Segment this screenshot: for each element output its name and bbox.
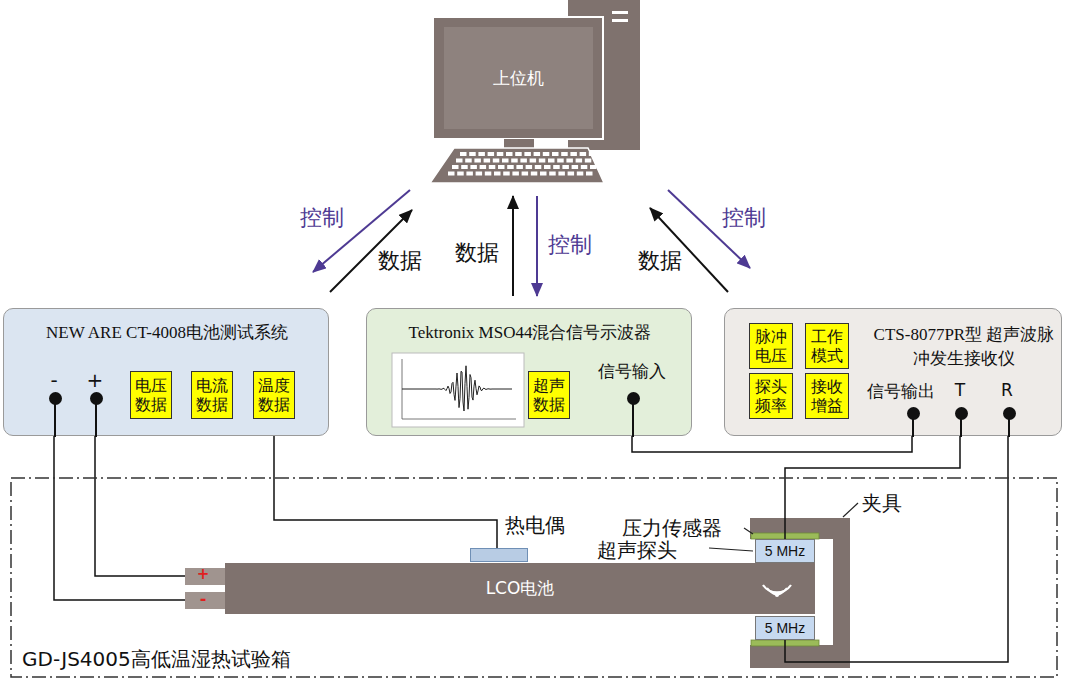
instrument-box: CTS-8077PR型 超声波脉冲发生接收仪 脉冲电压工作模式探头频率接收增益 xyxy=(724,308,1062,436)
data-tag: 超声数据 xyxy=(528,371,570,419)
battery-label: LCO电池 xyxy=(225,563,815,614)
data-tag: 电压数据 xyxy=(130,371,172,419)
wire xyxy=(54,436,185,600)
data-tag: 脉冲电压 xyxy=(749,323,793,369)
wire xyxy=(632,436,912,452)
instrument-title: NEW ARE CT-4008电池测试系统 xyxy=(4,321,330,345)
host-computer: 上位机 xyxy=(428,0,643,184)
edge-label: 数据 xyxy=(378,246,422,276)
instrument-title: CTS-8077PR型 超声波脉冲发生接收仪 xyxy=(871,323,1057,371)
flow-arrow xyxy=(536,196,538,296)
data-tag-text: 探头频率 xyxy=(754,377,788,415)
battery-tab xyxy=(185,592,225,609)
data-tag-text: 温度数据 xyxy=(257,376,291,414)
data-tag: 探头频率 xyxy=(749,373,793,419)
wire xyxy=(785,436,960,539)
ultrasonic-probe: 5 MHz xyxy=(755,539,815,563)
terminal-dot xyxy=(627,392,640,405)
wire xyxy=(274,419,497,548)
terminal-dot xyxy=(907,407,920,420)
wire xyxy=(785,436,1008,662)
thermocouple-label: 热电偶 xyxy=(505,512,565,539)
ultrasonic-probe: 5 MHz xyxy=(755,616,815,640)
lco-battery: LCO电池 xyxy=(185,563,815,614)
terminal-dot xyxy=(955,407,968,420)
data-tag: 工作模式 xyxy=(805,323,849,369)
data-tag-text: 脉冲电压 xyxy=(754,327,788,365)
data-tag: 电流数据 xyxy=(191,371,233,419)
data-tag-text: 电流数据 xyxy=(195,376,229,414)
flow-arrow xyxy=(330,210,412,292)
probe-frequency: 5 MHz xyxy=(765,543,805,559)
data-tag-text: 接收增益 xyxy=(810,377,844,415)
ultrasound-icon xyxy=(185,563,815,614)
data-tag: 温度数据 xyxy=(253,371,295,419)
battery-tab xyxy=(185,568,225,585)
flow-arrow xyxy=(512,196,514,296)
edge-label: 数据 xyxy=(638,246,682,276)
leader-line xyxy=(709,548,753,551)
data-tag-text: 电压数据 xyxy=(134,376,168,414)
computer-illustration xyxy=(428,0,643,184)
instrument-box: NEW ARE CT-4008电池测试系统电压数据电流数据温度数据 xyxy=(3,308,329,436)
edge-label: 控制 xyxy=(300,203,344,233)
leader-line xyxy=(744,528,753,534)
edge-label: 数据 xyxy=(455,238,499,268)
instrument-box: Tektronix MSO44混合信号示波器超声数据 xyxy=(366,308,692,436)
flow-arrow xyxy=(650,208,728,292)
part-label: 夹具 xyxy=(862,490,902,517)
thermocouple: 热电偶 xyxy=(470,548,528,562)
part-label: 压力传感器 xyxy=(622,515,722,542)
flow-arrow xyxy=(668,190,750,268)
leader-line xyxy=(843,503,858,517)
test-chamber: GD-JS4005高低温湿热试验箱LCO电池热电偶5 MHz5 MHz xyxy=(10,477,1058,678)
edge-label: 控制 xyxy=(722,203,766,233)
part-label: 超声探头 xyxy=(597,537,677,564)
data-tag-text: 工作模式 xyxy=(810,327,844,365)
screen-text: 上位机 xyxy=(444,27,593,129)
chamber-label: GD-JS4005高低温湿热试验箱 xyxy=(22,646,291,673)
wire xyxy=(95,436,185,576)
instrument-title: Tektronix MSO44混合信号示波器 xyxy=(367,321,693,345)
probe-frequency: 5 MHz xyxy=(765,620,805,636)
terminal-dot xyxy=(90,392,103,405)
terminal-dot xyxy=(1003,407,1016,420)
data-tag-text: 超声数据 xyxy=(532,376,566,414)
terminal-dot xyxy=(49,392,62,405)
edge-label: 控制 xyxy=(548,230,592,260)
data-tag: 接收增益 xyxy=(805,373,849,419)
